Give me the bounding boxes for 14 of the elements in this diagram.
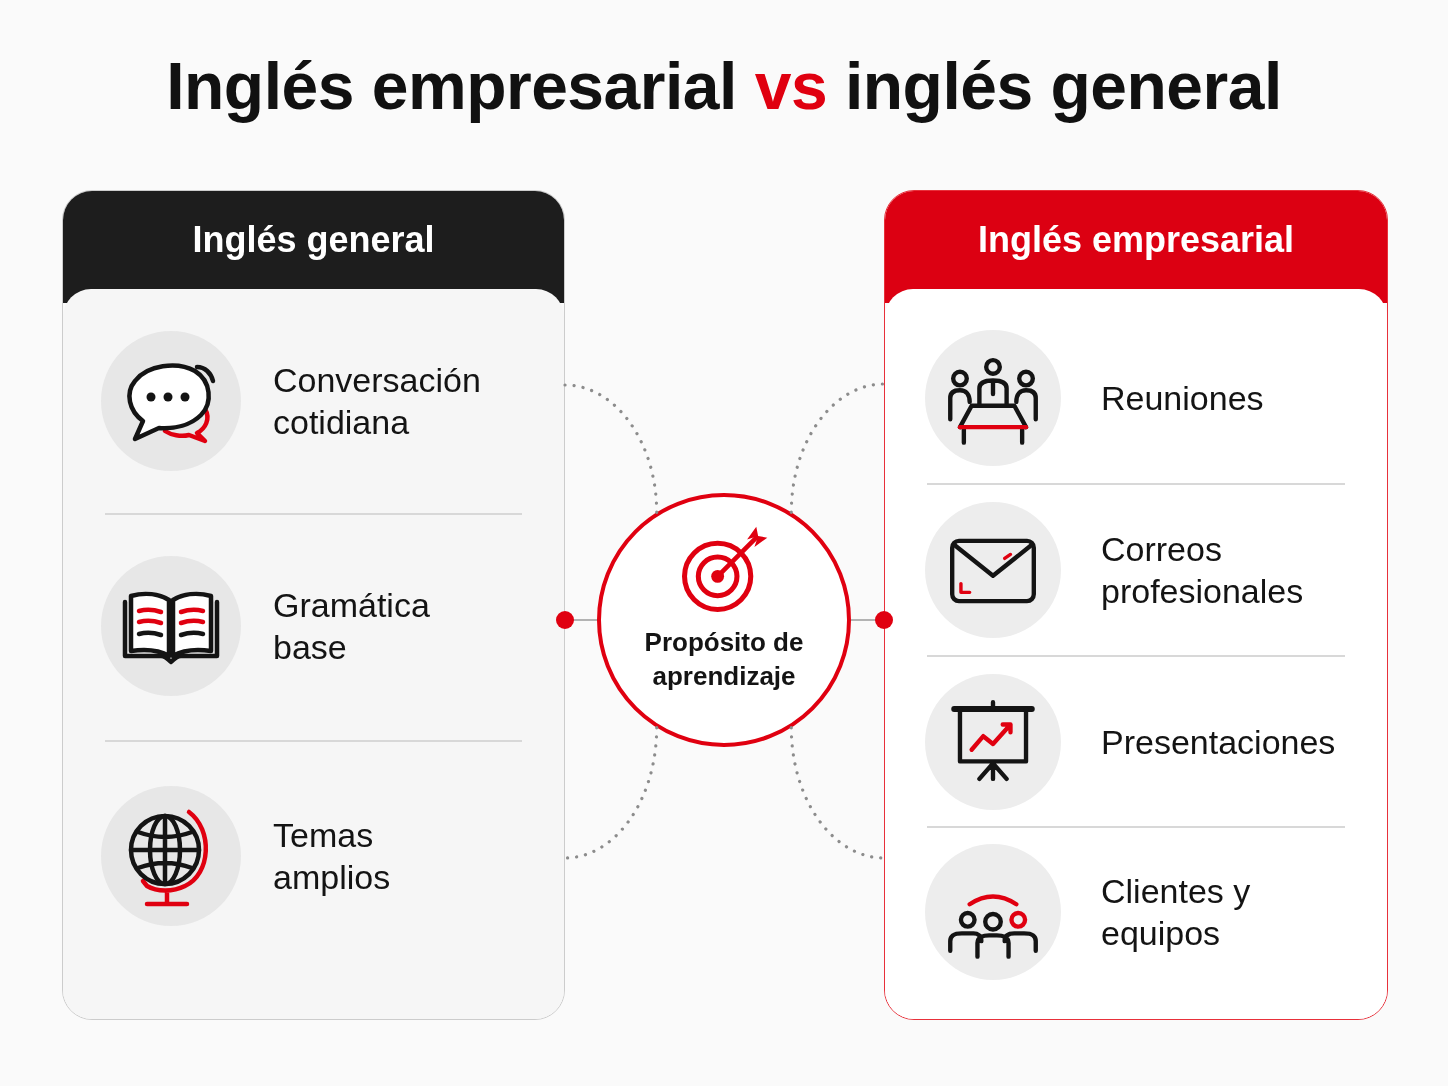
connector-line xyxy=(556,611,598,629)
dotted-connector-line xyxy=(789,382,886,514)
circle-label: Propósito de aprendizaje xyxy=(643,626,805,693)
dotted-connector-line xyxy=(563,726,659,860)
dotted-connector-line xyxy=(563,383,659,514)
item-label: Reuniones xyxy=(1101,378,1264,419)
item-label: Temas amplios xyxy=(273,815,392,898)
connector-line xyxy=(850,611,893,629)
item-label: Gramática base xyxy=(273,585,431,668)
title: Inglés empresarial vs inglés general xyxy=(166,50,1282,124)
item-label: Presentaciones xyxy=(1101,722,1336,763)
item-label: Correos profesionales xyxy=(1101,529,1305,612)
item-label: Conversación cotidiana xyxy=(273,360,482,443)
item-label: Clientes y equipos xyxy=(1101,871,1252,954)
